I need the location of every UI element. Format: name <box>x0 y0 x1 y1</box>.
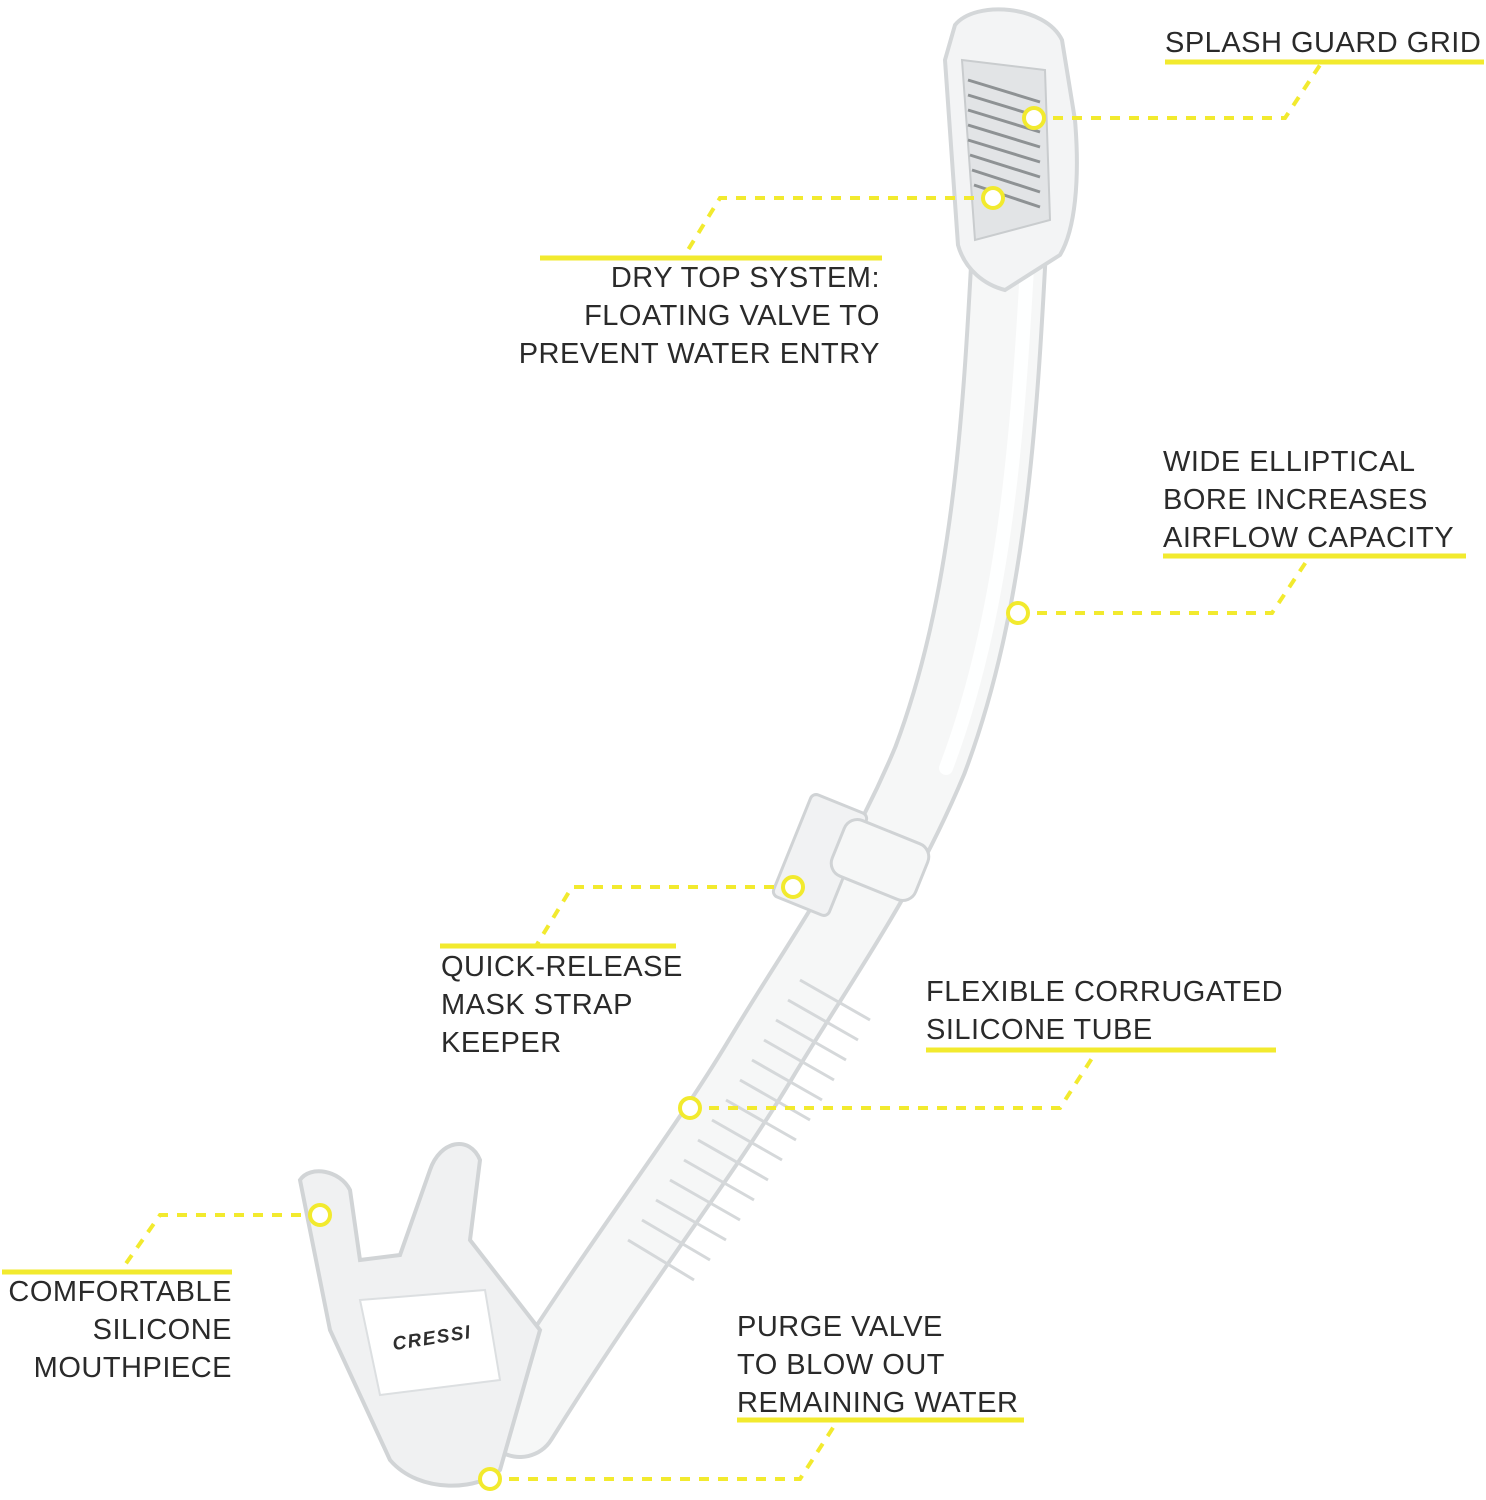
marker-splash-guard <box>1022 106 1046 130</box>
label-line: MASK STRAP <box>441 989 633 1021</box>
label-mouthpiece: COMFORTABLE SILICONE MOUTHPIECE <box>8 1273 232 1387</box>
marker-corrugated-tube <box>678 1096 702 1120</box>
label-line: REMAINING WATER <box>737 1387 1019 1419</box>
label-line: AIRFLOW CAPACITY <box>1163 522 1455 554</box>
label-line: TO BLOW OUT <box>737 1349 945 1381</box>
corrugated-section <box>627 978 871 1282</box>
label-strap-keeper: QUICK-RELEASE MASK STRAP KEEPER <box>441 948 683 1062</box>
label-line: SILICONE TUBE <box>926 1014 1153 1046</box>
splash-guard-cap <box>942 7 1079 293</box>
marker-mouthpiece <box>308 1203 332 1227</box>
label-line: MOUTHPIECE <box>33 1352 232 1384</box>
label-line: WIDE ELLIPTICAL <box>1163 446 1416 478</box>
label-line: PURGE VALVE <box>737 1311 943 1343</box>
marker-elliptical-bore <box>1006 601 1030 625</box>
label-splash-guard-grid: SPLASH GUARD GRID <box>1165 24 1481 62</box>
leader-elliptical-bore <box>1018 554 1312 615</box>
mouthpiece <box>297 1142 543 1488</box>
label-line: FLOATING VALVE TO <box>584 300 880 332</box>
label-purge-valve: PURGE VALVE TO BLOW OUT REMAINING WATER <box>737 1308 1018 1422</box>
label-line: QUICK-RELEASE <box>441 951 683 983</box>
marker-dry-top <box>981 186 1005 210</box>
label-line: DRY TOP SYSTEM: <box>610 262 880 294</box>
marker-purge-valve <box>478 1467 502 1491</box>
leader-strap-keeper <box>534 885 793 948</box>
leader-corrugated-tube <box>690 1050 1098 1110</box>
marker-strap-keeper <box>781 875 805 899</box>
snorkel-tube <box>481 191 1049 1459</box>
label-line: FLEXIBLE CORRUGATED <box>926 976 1284 1008</box>
label-line: SILICONE <box>92 1314 232 1346</box>
label-line: COMFORTABLE <box>8 1276 232 1308</box>
label-corrugated-tube: FLEXIBLE CORRUGATED SILICONE TUBE <box>926 973 1283 1049</box>
label-line: PREVENT WATER ENTRY <box>518 338 880 370</box>
label-line: BORE INCREASES <box>1163 484 1428 516</box>
leader-dry-top <box>681 196 993 260</box>
leader-purge-valve <box>490 1418 840 1481</box>
label-elliptical-bore: WIDE ELLIPTICAL BORE INCREASES AIRFLOW C… <box>1163 443 1454 557</box>
callout-markers <box>308 106 1046 1491</box>
label-line: KEEPER <box>441 1027 562 1059</box>
leader-splash-guard <box>1034 60 1324 120</box>
label-dry-top-system: DRY TOP SYSTEM: FLOATING VALVE TO PREVEN… <box>519 259 880 373</box>
label-underlines <box>2 59 1484 1423</box>
leader-mouthpiece <box>118 1213 320 1274</box>
leader-lines <box>118 60 1324 1481</box>
label-line: SPLASH GUARD GRID <box>1165 27 1482 59</box>
